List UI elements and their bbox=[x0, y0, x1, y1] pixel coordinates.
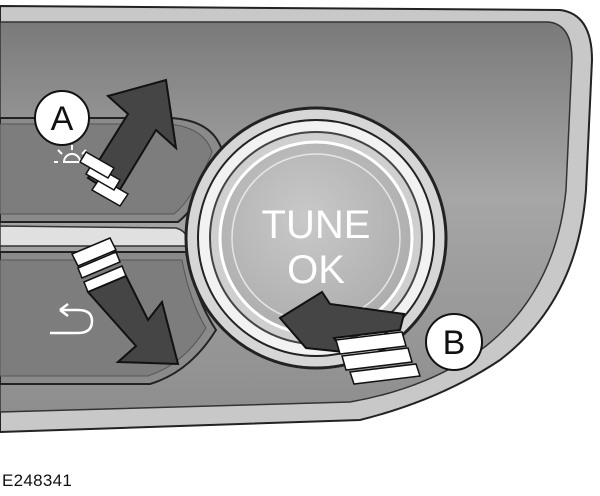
knob-label-tune: TUNE bbox=[262, 203, 371, 247]
callout-b-label: B bbox=[443, 324, 466, 362]
callout-b: B bbox=[425, 313, 483, 371]
figure-id: E248341 bbox=[2, 471, 73, 490]
push-down-arrow bbox=[70, 237, 180, 366]
press-arrow bbox=[278, 290, 422, 385]
callout-a-label: A bbox=[51, 100, 74, 138]
button-divider bbox=[0, 225, 188, 247]
callout-a: A bbox=[34, 90, 90, 146]
knob-label-ok: OK bbox=[287, 248, 345, 292]
tune-ok-knob[interactable]: TUNE OK bbox=[184, 106, 448, 370]
push-up-arrow bbox=[78, 78, 178, 207]
back-arrow-icon bbox=[50, 303, 94, 335]
